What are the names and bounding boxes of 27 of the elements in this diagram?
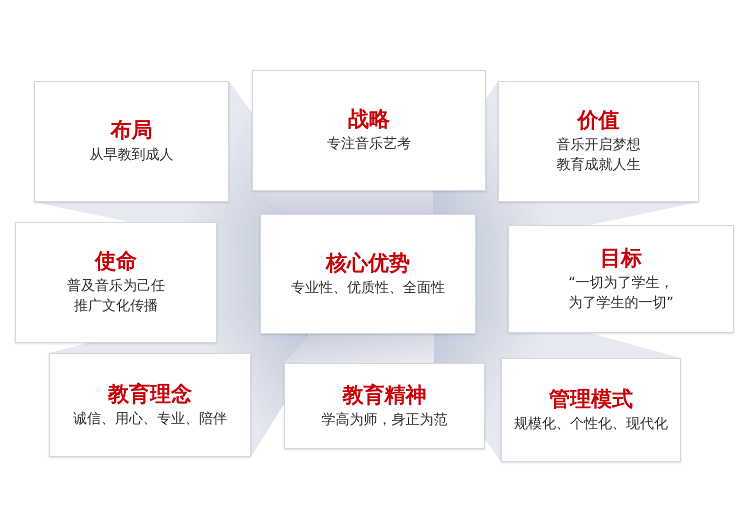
card-text: 规模化、个性化、现代化 (514, 414, 668, 434)
info-card (284, 363, 485, 449)
info-card (34, 81, 229, 202)
card-title: 价值 (578, 107, 620, 134)
info-card (508, 225, 734, 333)
card-title: 核心优势 (326, 250, 410, 276)
card-title: 使命 (95, 248, 137, 275)
card-text: 学高为师，身正为范 (322, 410, 448, 430)
card-title: 战略 (348, 106, 390, 133)
info-card (49, 353, 251, 457)
card-title: 教育理念 (108, 380, 192, 408)
card-text: 诚信、用心、专业、陪伴 (73, 410, 227, 428)
card-title: 布局 (110, 117, 152, 144)
card-text: “一切为了学生，为了学生的一切” (568, 274, 674, 312)
card-text: 音乐开启梦想教育成就人生 (556, 136, 642, 175)
info-card (260, 214, 476, 334)
card-text: 专注音乐艺考 (327, 135, 411, 154)
card-text: 专业性、优质性、全面性 (291, 278, 445, 298)
card-title: 管理模式 (549, 386, 633, 412)
info-card (498, 81, 699, 202)
info-card (15, 222, 217, 343)
card-text: 从早教到成人 (90, 146, 174, 165)
info-card (252, 70, 486, 191)
card-title: 教育精神 (342, 382, 426, 408)
card-text: 普及音乐为己任推广文化传播 (66, 277, 166, 316)
card-title: 目标 (600, 244, 642, 272)
info-card (501, 358, 681, 462)
